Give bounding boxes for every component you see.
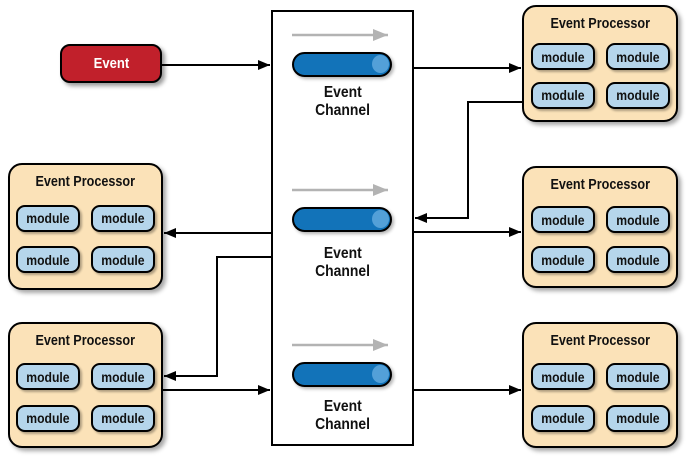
channel-label-line1: Event <box>323 398 362 415</box>
channel-label-line2: Channel <box>315 102 370 119</box>
module-label: module <box>540 87 585 104</box>
event-processor-top-right: Event Processor module module module mod… <box>522 5 678 122</box>
module-label: module <box>615 251 660 268</box>
module-label: module <box>540 211 585 228</box>
event-box: Event <box>60 44 162 83</box>
channel-label-middle: Event Channel <box>271 245 414 281</box>
module-pill: module <box>91 204 155 232</box>
module-grid: module module module module <box>524 193 676 286</box>
module-label: module <box>615 211 660 228</box>
module-grid: module module module module <box>524 349 676 446</box>
module-label: module <box>615 48 660 65</box>
module-pill: module <box>530 246 595 273</box>
module-label: module <box>101 210 145 227</box>
event-processor-bottom-left: Event Processor module module module mod… <box>8 322 163 448</box>
module-label: module <box>615 87 660 104</box>
module-label: module <box>101 410 145 427</box>
channel-label-bottom: Event Channel <box>271 398 414 434</box>
processor-title: Event Processor <box>35 333 136 349</box>
event-channel-cylinder-bottom <box>292 362 392 387</box>
event-channel-cylinder-top <box>292 52 392 77</box>
module-pill: module <box>605 363 670 391</box>
module-pill: module <box>605 81 670 109</box>
processor-title: Event Processor <box>35 174 136 190</box>
module-label: module <box>26 251 70 268</box>
processor-title: Event Processor <box>550 16 650 32</box>
module-pill: module <box>605 246 670 273</box>
cylinder-cap <box>372 210 389 228</box>
channel-label-line1: Event <box>323 84 362 101</box>
processor-title: Event Processor <box>550 333 650 349</box>
cylinder-cap <box>372 55 389 73</box>
event-processor-middle-left: Event Processor module module module mod… <box>8 163 163 290</box>
module-pill: module <box>16 404 80 432</box>
module-pill: module <box>91 246 155 274</box>
module-grid: module module module module <box>10 349 161 446</box>
module-label: module <box>540 251 585 268</box>
cylinder-cap <box>372 365 389 383</box>
event-processor-middle-right: Event Processor module module module mod… <box>522 166 678 288</box>
event-processor-bottom-right: Event Processor module module module mod… <box>522 322 678 448</box>
module-label: module <box>101 251 145 268</box>
module-pill: module <box>605 404 670 432</box>
module-label: module <box>101 368 145 385</box>
module-pill: module <box>91 363 155 391</box>
module-label: module <box>540 368 585 385</box>
module-label: module <box>615 410 660 427</box>
module-grid: module module module module <box>524 32 676 120</box>
module-label: module <box>540 48 585 65</box>
module-label: module <box>26 410 70 427</box>
event-label: Event <box>93 55 129 72</box>
arrow-processor-top-right-to-channel <box>415 101 522 223</box>
processor-title: Event Processor <box>550 177 650 193</box>
event-channel-cylinder-middle <box>292 207 392 232</box>
module-label: module <box>615 368 660 385</box>
module-label: module <box>26 210 70 227</box>
module-label: module <box>26 368 70 385</box>
module-pill: module <box>16 246 80 274</box>
module-pill: module <box>530 206 595 233</box>
module-pill: module <box>530 363 595 391</box>
module-pill: module <box>16 363 80 391</box>
arrow-channel-to-processor-bottom-left <box>164 256 271 381</box>
channel-label-top: Event Channel <box>271 84 414 120</box>
channel-label-line1: Event <box>323 245 362 262</box>
module-label: module <box>540 410 585 427</box>
channel-label-line2: Channel <box>315 416 370 433</box>
module-pill: module <box>605 43 670 71</box>
module-grid: module module module module <box>10 190 161 288</box>
module-pill: module <box>605 206 670 233</box>
module-pill: module <box>530 404 595 432</box>
module-pill: module <box>91 404 155 432</box>
module-pill: module <box>530 43 595 71</box>
module-pill: module <box>16 204 80 232</box>
channel-label-line2: Channel <box>315 263 370 280</box>
module-pill: module <box>530 81 595 109</box>
